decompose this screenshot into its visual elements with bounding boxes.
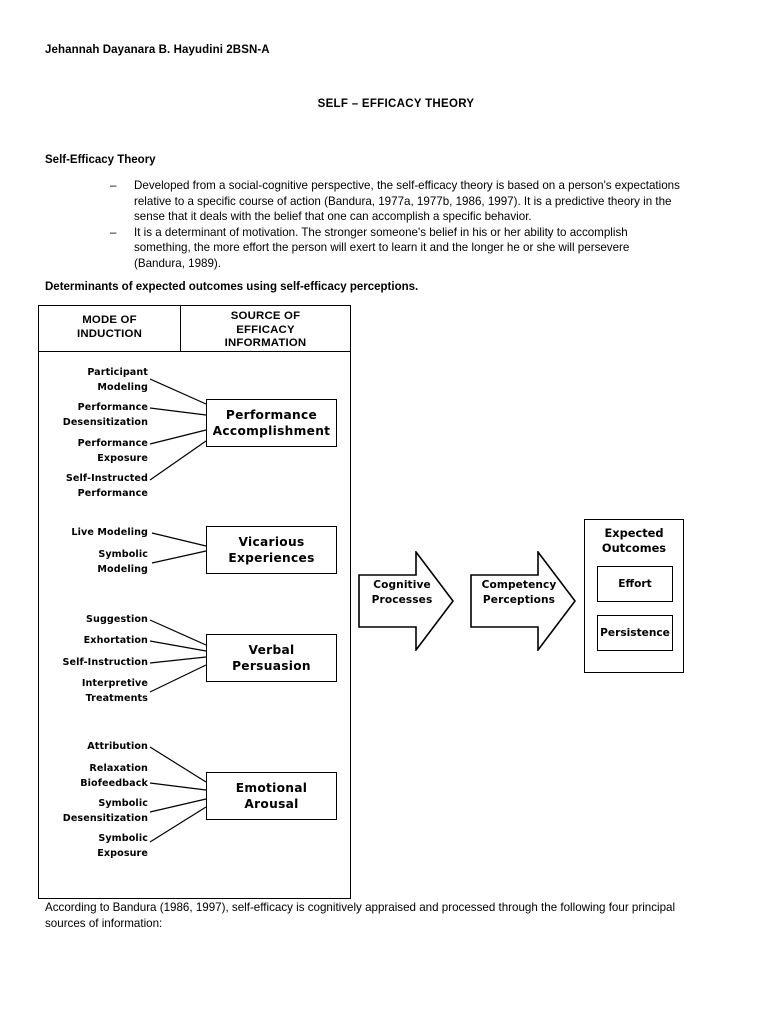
- section-heading: Self-Efficacy Theory: [45, 154, 156, 166]
- mode-label-line: Exhortation: [83, 635, 148, 646]
- mode-label-line: Live Modeling: [71, 527, 148, 538]
- mode-label-line: Attribution: [87, 741, 148, 752]
- mode-label-performance-exposure: Performance Exposure: [28, 437, 148, 466]
- mode-label-line: Symbolic: [98, 798, 148, 809]
- column-header-line: INDUCTION: [76, 327, 143, 340]
- flow-arrow-competency-perceptions: [470, 551, 576, 651]
- column-header-line: SOURCE OF: [230, 310, 301, 322]
- mode-label-line: Symbolic: [98, 549, 148, 560]
- source-box-line: Verbal: [248, 643, 295, 657]
- column-header-line: EFFICACY: [236, 323, 295, 336]
- mode-label-line: Suggestion: [86, 614, 148, 625]
- flow-arrow-label-cognitive-processes: Cognitive Processes: [360, 578, 444, 607]
- mode-label-line: Exposure: [97, 847, 148, 859]
- mode-label-line: Modeling: [97, 381, 148, 393]
- mode-label-line: Exposure: [97, 452, 148, 464]
- mode-label-self-instructed-performance: Self-Instructed Performance: [28, 472, 148, 501]
- diagram-caption: Determinants of expected outcomes using …: [45, 281, 419, 293]
- diagram-header-row: MODE OF INDUCTION SOURCE OF EFFICACY INF…: [39, 306, 350, 352]
- source-box-line: Emotional: [235, 781, 308, 795]
- mode-label-line: Treatments: [85, 692, 148, 704]
- source-box-line: Experiences: [228, 551, 315, 565]
- mode-label-line: Performance: [77, 487, 148, 499]
- mode-label-attribution: Attribution: [28, 740, 148, 755]
- closing-note: According to Bandura (1986, 1997), self-…: [45, 901, 676, 930]
- expected-outcomes-title: Expected Outcomes: [585, 526, 683, 556]
- bullet-dash-icon: –: [110, 225, 117, 239]
- expected-outcomes-title-line: Expected: [604, 526, 664, 540]
- mode-label-line: Biofeedback: [80, 777, 148, 789]
- source-box-line: Performance: [225, 408, 318, 422]
- flow-label-line: Competency: [481, 579, 557, 591]
- list-item: – It is a determinant of motivation. The…: [110, 225, 680, 272]
- mode-label-interpretive-treatments: Interpretive Treatments: [28, 677, 148, 706]
- mode-label-line: Desensitization: [62, 812, 148, 824]
- mode-label-relaxation-biofeedback: Relaxation Biofeedback: [28, 762, 148, 791]
- mode-label-line: Self-Instruction: [62, 657, 148, 668]
- mode-label-participant-modeling: Participant Modeling: [28, 366, 148, 395]
- column-header-line: MODE OF: [82, 314, 137, 326]
- flow-label-line: Processes: [371, 593, 433, 606]
- column-header-source-of-efficacy-information: SOURCE OF EFFICACY INFORMATION: [181, 306, 350, 351]
- outcome-item-persistence: Persistence: [597, 615, 673, 651]
- flow-arrow-label-competency-perceptions: Competency Perceptions: [472, 578, 566, 607]
- bullet-dash-icon: –: [110, 179, 117, 192]
- flow-label-line: Cognitive: [373, 579, 431, 591]
- column-header-line: INFORMATION: [224, 337, 307, 349]
- mode-label-line: Self-Instructed: [65, 473, 148, 484]
- source-box-line: Accomplishment: [212, 424, 331, 438]
- expected-outcomes-box: Expected Outcomes Effort Persistence: [584, 519, 684, 673]
- source-box-line: Vicarious: [238, 535, 305, 549]
- outcome-item-effort: Effort: [597, 566, 673, 602]
- mode-label-line: Desensitization: [62, 416, 148, 428]
- source-box-vicarious-experiences: Vicarious Experiences: [206, 526, 337, 574]
- mode-label-performance-desensitization: Performance Desensitization: [28, 401, 148, 430]
- theory-bullet-list: – Developed from a social-cognitive pers…: [110, 178, 680, 272]
- flow-label-line: Perceptions: [482, 593, 556, 606]
- mode-label-symbolic-modeling: Symbolic Modeling: [28, 548, 148, 577]
- student-name: Jehannah Dayanara B. Hayudini 2BSN-A: [45, 44, 270, 56]
- mode-label-exhortation: Exhortation: [28, 634, 148, 649]
- bullet-text: Developed from a social-cognitive perspe…: [134, 179, 680, 224]
- mode-label-line: Participant: [87, 367, 148, 378]
- mode-label-live-modeling: Live Modeling: [28, 526, 148, 541]
- mode-label-line: Modeling: [97, 563, 148, 575]
- mode-label-line: Performance: [77, 438, 148, 449]
- flow-arrow-cognitive-processes: [358, 551, 454, 651]
- mode-label-line: Interpretive: [81, 678, 148, 689]
- list-item: – Developed from a social-cognitive pers…: [110, 178, 680, 225]
- source-box-emotional-arousal: Emotional Arousal: [206, 772, 337, 820]
- source-box-line: Arousal: [244, 797, 299, 811]
- column-header-mode-of-induction: MODE OF INDUCTION: [39, 306, 181, 351]
- document-title: SELF – EFFICACY THEORY: [317, 98, 475, 110]
- source-box-line: Persuasion: [232, 659, 311, 673]
- mode-label-self-instruction: Self-Instruction: [28, 656, 148, 671]
- mode-label-symbolic-exposure: Symbolic Exposure: [28, 832, 148, 861]
- mode-label-line: Relaxation: [89, 763, 148, 774]
- source-box-performance-accomplishment: Performance Accomplishment: [206, 399, 337, 447]
- mode-label-line: Performance: [77, 402, 148, 413]
- mode-label-symbolic-desensitization: Symbolic Desensitization: [28, 797, 148, 826]
- mode-label-line: Symbolic: [98, 833, 148, 844]
- expected-outcomes-title-line: Outcomes: [601, 541, 667, 555]
- source-box-verbal-persuasion: Verbal Persuasion: [206, 634, 337, 682]
- bullet-text: It is a determinant of motivation. The s…: [134, 225, 630, 270]
- diagram-frame: MODE OF INDUCTION SOURCE OF EFFICACY INF…: [38, 305, 351, 899]
- mode-label-suggestion: Suggestion: [28, 613, 148, 628]
